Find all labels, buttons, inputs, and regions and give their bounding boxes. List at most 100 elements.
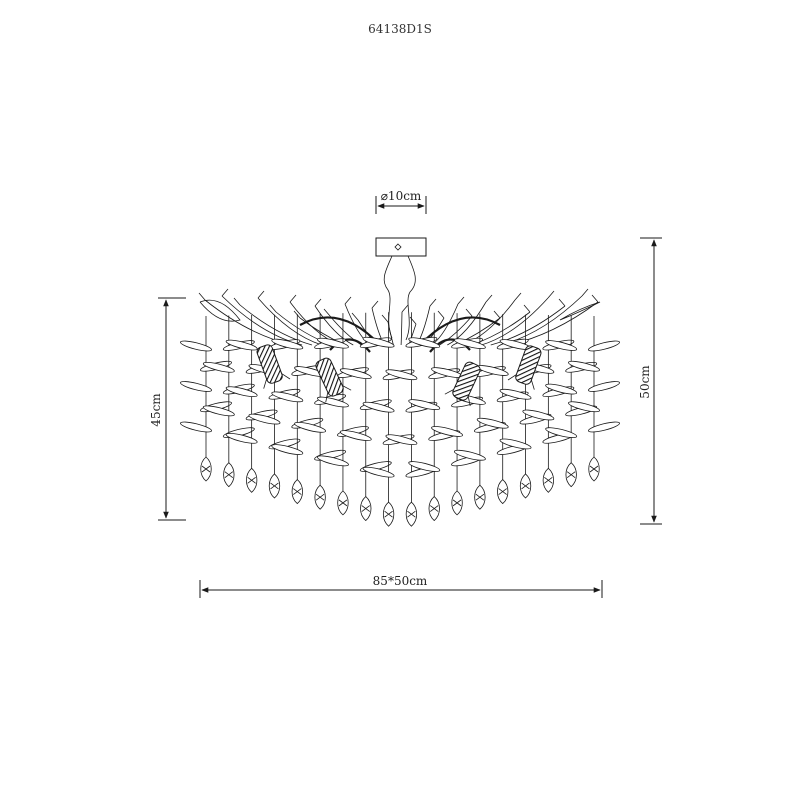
crystal-leaf	[202, 405, 235, 417]
crystal-leaf	[408, 337, 441, 349]
lamp-cylinder	[515, 345, 542, 385]
coral-twig	[344, 296, 352, 305]
crystal-leaf	[225, 432, 258, 444]
coral-twig	[437, 310, 445, 319]
lamp-bracket	[507, 374, 535, 390]
crystal-leaf	[545, 383, 578, 395]
coral-twig	[371, 300, 379, 309]
crystal-leaf	[316, 337, 349, 349]
width-dimension: 85*50cm	[199, 574, 603, 598]
coral-twig	[351, 312, 359, 321]
coral-twig	[257, 290, 265, 299]
lamp-holder	[315, 357, 352, 403]
lamp-cylinder	[256, 344, 283, 384]
crystal-leaf	[408, 461, 441, 472]
crystal-leaf	[316, 396, 349, 408]
coral-twig	[514, 292, 522, 301]
width-label: 85*50cm	[373, 574, 428, 588]
crystal-leaf	[339, 368, 372, 380]
coral-branch	[257, 297, 323, 346]
crystal-facet	[407, 510, 416, 518]
crystal-facet	[201, 465, 211, 473]
crystal-leaf	[339, 430, 372, 441]
crystal-facet	[452, 499, 462, 507]
crystal-leaf	[225, 386, 258, 398]
coral-twig	[465, 308, 473, 317]
coral-twig	[314, 298, 322, 307]
canopy-diameter-label: ⌀10cm	[381, 189, 422, 203]
crystal-leaf	[568, 360, 600, 372]
coral-twig	[401, 304, 409, 313]
lamp-cylinder	[315, 357, 344, 397]
crystal-facet	[384, 510, 393, 518]
coral-twig	[381, 314, 389, 323]
lamp-holder	[256, 344, 291, 389]
crystal-facet	[270, 482, 279, 490]
crystal-leaf	[588, 340, 620, 352]
total-height-dimension: 50cm	[638, 237, 662, 525]
crystal-leaf	[248, 413, 281, 425]
crystal-facet	[361, 505, 371, 512]
crystal-leaf	[545, 340, 578, 351]
coral-twig	[547, 290, 555, 299]
crystal-leaf	[362, 336, 395, 348]
coral-twig	[429, 298, 437, 307]
coral-twig	[409, 316, 417, 325]
crystal-facet	[566, 471, 576, 478]
coral-twig	[269, 304, 277, 313]
coral-branch	[481, 297, 549, 346]
crystal-leaf	[453, 449, 486, 461]
coral-twig	[323, 308, 331, 317]
coral-branch	[490, 305, 566, 346]
model-code: 64138D1S	[368, 22, 432, 36]
coral-branch	[239, 304, 313, 346]
canopy-screw-icon	[394, 243, 402, 251]
total-height-label: 50cm	[638, 365, 652, 399]
crystal-leaf	[385, 369, 418, 381]
leaf-tip	[199, 299, 241, 322]
lamp-holder	[507, 345, 542, 390]
coral-branch	[314, 305, 354, 346]
crystal-leaf	[202, 361, 235, 373]
crystal-facet	[498, 488, 507, 495]
coral-twig	[558, 298, 566, 307]
coral-branch	[400, 311, 403, 346]
crystal-leaf	[385, 434, 418, 446]
crystal-leaf	[316, 455, 349, 467]
crystal-leaf	[362, 401, 395, 413]
crystal-facet	[247, 476, 256, 484]
crystal-facet	[338, 499, 348, 507]
crystal-leaf	[271, 444, 304, 455]
crystal-facet	[544, 476, 553, 484]
coral-branch	[508, 301, 599, 346]
coral-twig	[493, 310, 501, 319]
coral-twig	[457, 296, 465, 305]
crystal-leaf	[522, 409, 555, 421]
crystal-leaf	[225, 339, 258, 351]
lamp-bracket	[444, 389, 471, 407]
lamp-bracket	[325, 385, 352, 403]
coral-twig	[198, 292, 206, 301]
lamp-cylinder	[452, 361, 481, 401]
lamp-holders	[256, 344, 542, 407]
canopy-diameter-dimension: ⌀10cm	[375, 189, 427, 214]
crystal-leaf	[588, 421, 620, 433]
coral-twig	[233, 297, 241, 306]
crystal-leaf	[294, 421, 327, 433]
crystal-leaf	[408, 399, 441, 410]
body-height-label: 45cm	[149, 393, 163, 427]
crystal-leaf	[362, 466, 395, 478]
lamp-bracket	[263, 373, 291, 389]
crystal-leaf	[545, 427, 578, 439]
coral-twig	[485, 294, 493, 303]
body-height-dimension: 45cm	[149, 297, 186, 521]
crystal-leaf	[476, 417, 509, 429]
crystal-facet	[589, 465, 599, 473]
coral-branch	[439, 315, 473, 346]
crystal-facet	[521, 482, 530, 490]
crystal-leaf	[180, 340, 212, 352]
crystal-leaf	[588, 381, 620, 392]
coral-twig	[591, 294, 599, 303]
leaf-tip	[559, 301, 601, 321]
